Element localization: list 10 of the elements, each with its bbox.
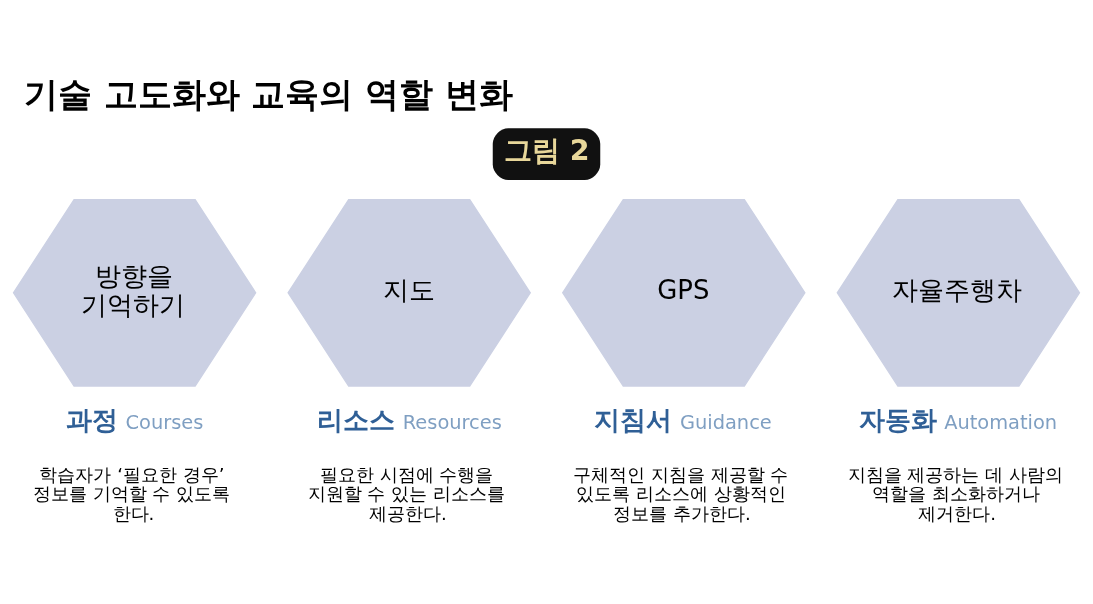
- node-label: 지침을 제공하는 데 사람의 역할을 최소화하거나 제거한다.: [847, 463, 1063, 524]
- node-label: 필요한 시점에 수행을 지원할 수 있는 리소스를 제공한다.: [307, 463, 505, 524]
- node-label: 학습자가 ‘필요한 경우’ 정보를 기억할 수 있도록 한다.: [32, 463, 231, 524]
- label: 그림 2: [503, 133, 590, 167]
- diagram-title: 기술 고도화와 교육의 역할 변화: [23, 74, 513, 114]
- node-label: 구체적인 지침을 제공할 수 있도록 리소스에 상황적인 정보를 추가한다.: [573, 463, 789, 524]
- node-label: 과정 Courses: [65, 404, 204, 435]
- node-label: 자동화 Automation: [858, 404, 1058, 435]
- node-label: 지침서 Guidance: [594, 404, 772, 435]
- node-label: 리소스 Resources: [317, 404, 502, 435]
